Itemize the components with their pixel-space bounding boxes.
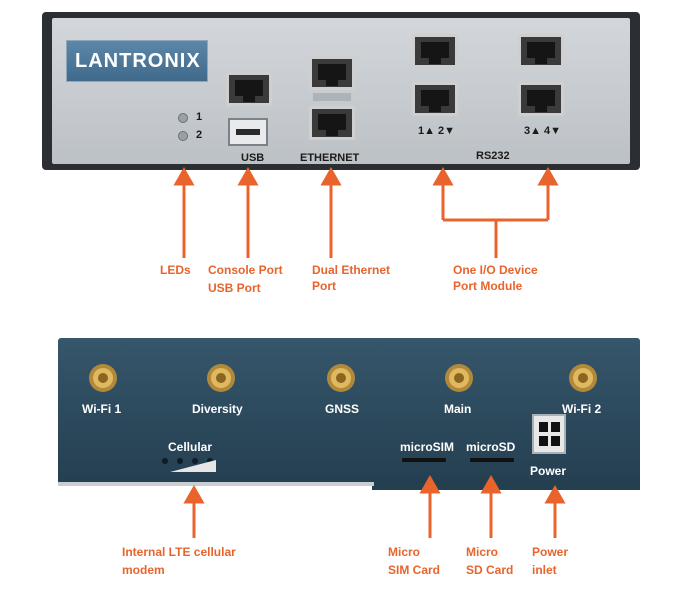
- arrow-lte-head: [183, 484, 205, 504]
- usb-port: [228, 118, 268, 146]
- antenna-wifi-1: [89, 364, 117, 392]
- cellular-led-3: [192, 458, 198, 464]
- microsd-label: microSD: [466, 440, 516, 454]
- callout-io-module-line-2: Port Module: [453, 279, 523, 293]
- callout-usb-port: USB Port: [208, 281, 261, 295]
- arrow-leds-head: [173, 166, 195, 186]
- callout-lte-line-1: Internal LTE cellular: [122, 545, 236, 559]
- ethernet-port-1: [309, 56, 355, 90]
- callout-dual-ethernet-line-1: Dual Ethernet: [312, 263, 391, 277]
- callout-io-module-line-1: One I/O Device: [453, 263, 538, 277]
- usb-label: USB: [241, 152, 265, 164]
- cellular-led-4: [207, 458, 213, 464]
- antenna-wifi-2: [569, 364, 597, 392]
- power-inlet: [532, 414, 566, 454]
- callout-console-port: Console Port: [208, 263, 283, 277]
- console-port: [226, 72, 272, 106]
- antenna-gnss: [327, 364, 355, 392]
- arrow-microsd-head: [480, 474, 502, 494]
- antenna-label-wifi-1: Wi-Fi 1: [82, 402, 122, 416]
- led-2-label: 2: [196, 129, 203, 141]
- cellular-led-2: [177, 458, 183, 464]
- callout-power-line-2: inlet: [532, 563, 557, 577]
- cellular-led-1: [162, 458, 168, 464]
- callout-microsim-line-2: SIM Card: [388, 563, 441, 577]
- antenna-label-wifi-2: Wi-Fi 2: [562, 402, 602, 416]
- rear-panel-step: [372, 480, 640, 490]
- callout-dual-ethernet-line-2: Port: [312, 279, 336, 293]
- callout-microsd-line-2: SD Card: [466, 563, 514, 577]
- antenna-main: [445, 364, 473, 392]
- antenna-diversity: [207, 364, 235, 392]
- rs232-port-4: [518, 82, 564, 116]
- rs232-ports-3-4-label: 3▲ 4▼: [524, 125, 562, 137]
- rs232-port-3: [518, 34, 564, 68]
- rear-panel-bottom-edge: [58, 482, 374, 486]
- microsim-label: microSIM: [400, 440, 455, 454]
- power-label: Power: [530, 464, 567, 478]
- arrow-ethernet-head: [320, 166, 342, 186]
- arrow-microsim-head: [419, 474, 441, 494]
- microsd-slot: [470, 458, 514, 462]
- rs232-port-1: [412, 34, 458, 68]
- rs232-ports-1-2-label: 1▲ 2▼: [418, 125, 456, 137]
- antenna-label-gnss: GNSS: [325, 402, 360, 416]
- callout-lte-line-2: modem: [122, 563, 165, 577]
- rs232-port-2: [412, 82, 458, 116]
- antenna-label-diversity: Diversity: [192, 402, 243, 416]
- callout-leds: LEDs: [160, 263, 191, 277]
- led-1: [178, 113, 188, 123]
- arrow-rs232-right-head: [537, 166, 559, 186]
- lantronix-logo: LANTRONIX: [66, 40, 208, 82]
- arrow-console-head: [237, 166, 259, 186]
- antenna-label-main: Main: [444, 402, 472, 416]
- microsim-slot: [402, 458, 446, 462]
- ethernet-port-2: [309, 106, 355, 140]
- cellular-label: Cellular: [168, 440, 213, 454]
- ethernet-label: ETHERNET: [300, 152, 360, 164]
- ethernet-divider: [313, 93, 351, 101]
- rear-panel: [58, 338, 640, 486]
- rs232-label: RS232: [476, 150, 510, 162]
- signal-strength-icon: [170, 460, 216, 472]
- callout-microsd-line-1: Micro: [466, 545, 499, 559]
- arrow-rs232-left-head: [432, 166, 454, 186]
- callout-power-line-1: Power: [532, 545, 569, 559]
- arrow-power-head: [544, 484, 566, 504]
- logo-text: LANTRONIX: [75, 50, 201, 72]
- led-2: [178, 131, 188, 141]
- callout-microsim-line-1: Micro: [388, 545, 421, 559]
- led-1-label: 1: [196, 111, 203, 123]
